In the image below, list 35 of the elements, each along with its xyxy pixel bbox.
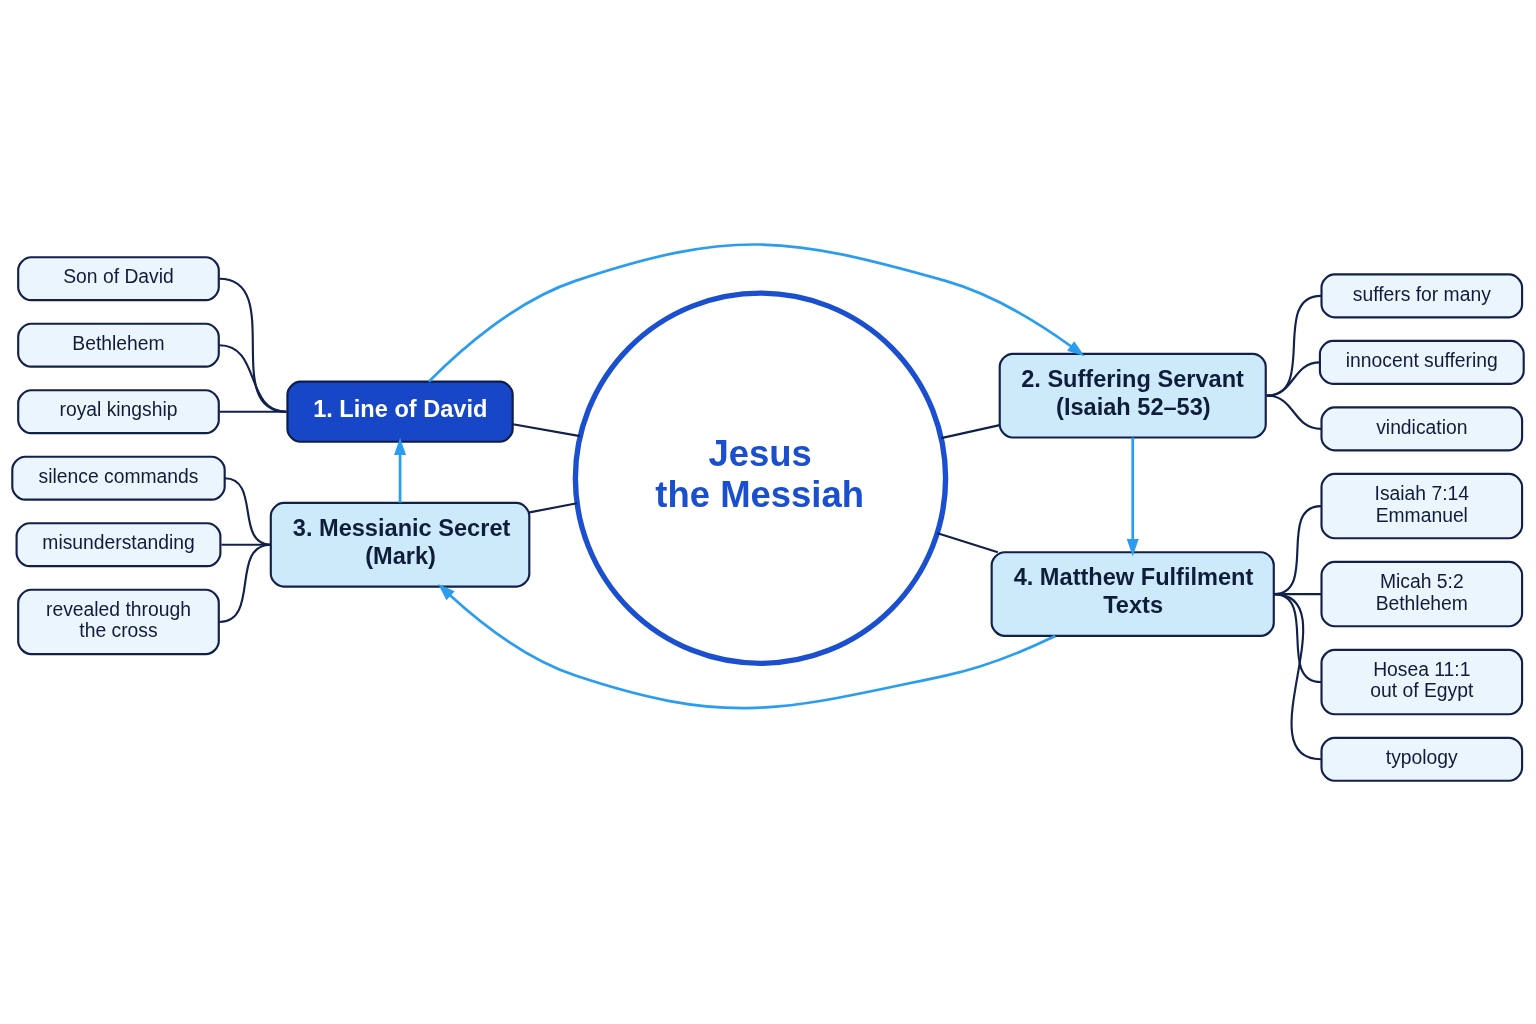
- connector: [1266, 360, 1320, 397]
- connector: [219, 277, 287, 413]
- node-box: Isaiah 7:14 Emmanuel: [1320, 472, 1524, 539]
- node-box: Micah 5:2 Bethlehem: [1320, 560, 1524, 627]
- node-box: 1. Line of David: [286, 380, 514, 443]
- node-box: royal kingship: [17, 388, 220, 434]
- arrow: [427, 242, 1085, 383]
- connector: [219, 410, 287, 413]
- node-box: 2. Suffering Servant (Isaiah 52–53): [998, 352, 1267, 439]
- node-box: suffers for many: [1320, 272, 1524, 318]
- node-box: Son of David: [17, 255, 220, 301]
- arrow: [394, 437, 407, 503]
- node-box: typology: [1320, 736, 1524, 782]
- connector: [1266, 394, 1322, 430]
- connector: [529, 501, 578, 513]
- connector: [512, 422, 581, 437]
- node-box: vindication: [1320, 405, 1524, 451]
- node-box: Bethlehem: [17, 322, 220, 368]
- connector: [224, 476, 271, 546]
- arrow: [1126, 437, 1139, 556]
- connector: [940, 423, 1000, 439]
- node-box: revealed through the cross: [17, 588, 220, 655]
- arrow: [438, 583, 1056, 709]
- connector: [937, 531, 999, 553]
- connector: [219, 343, 287, 413]
- node-box: Hosea 11:1 out of Egypt: [1320, 648, 1524, 715]
- node-box: innocent suffering: [1318, 339, 1525, 385]
- node-box: 4. Matthew Fulfilment Texts: [990, 550, 1275, 637]
- node-box: misunderstanding: [15, 521, 222, 567]
- connector: [219, 543, 271, 623]
- connector: [1266, 294, 1322, 397]
- connector: [1273, 592, 1322, 760]
- node-circle: Jesus the Messiah: [572, 289, 949, 666]
- node-box: 3. Messianic Secret (Mark): [269, 501, 531, 588]
- node-box: silence commands: [11, 455, 226, 501]
